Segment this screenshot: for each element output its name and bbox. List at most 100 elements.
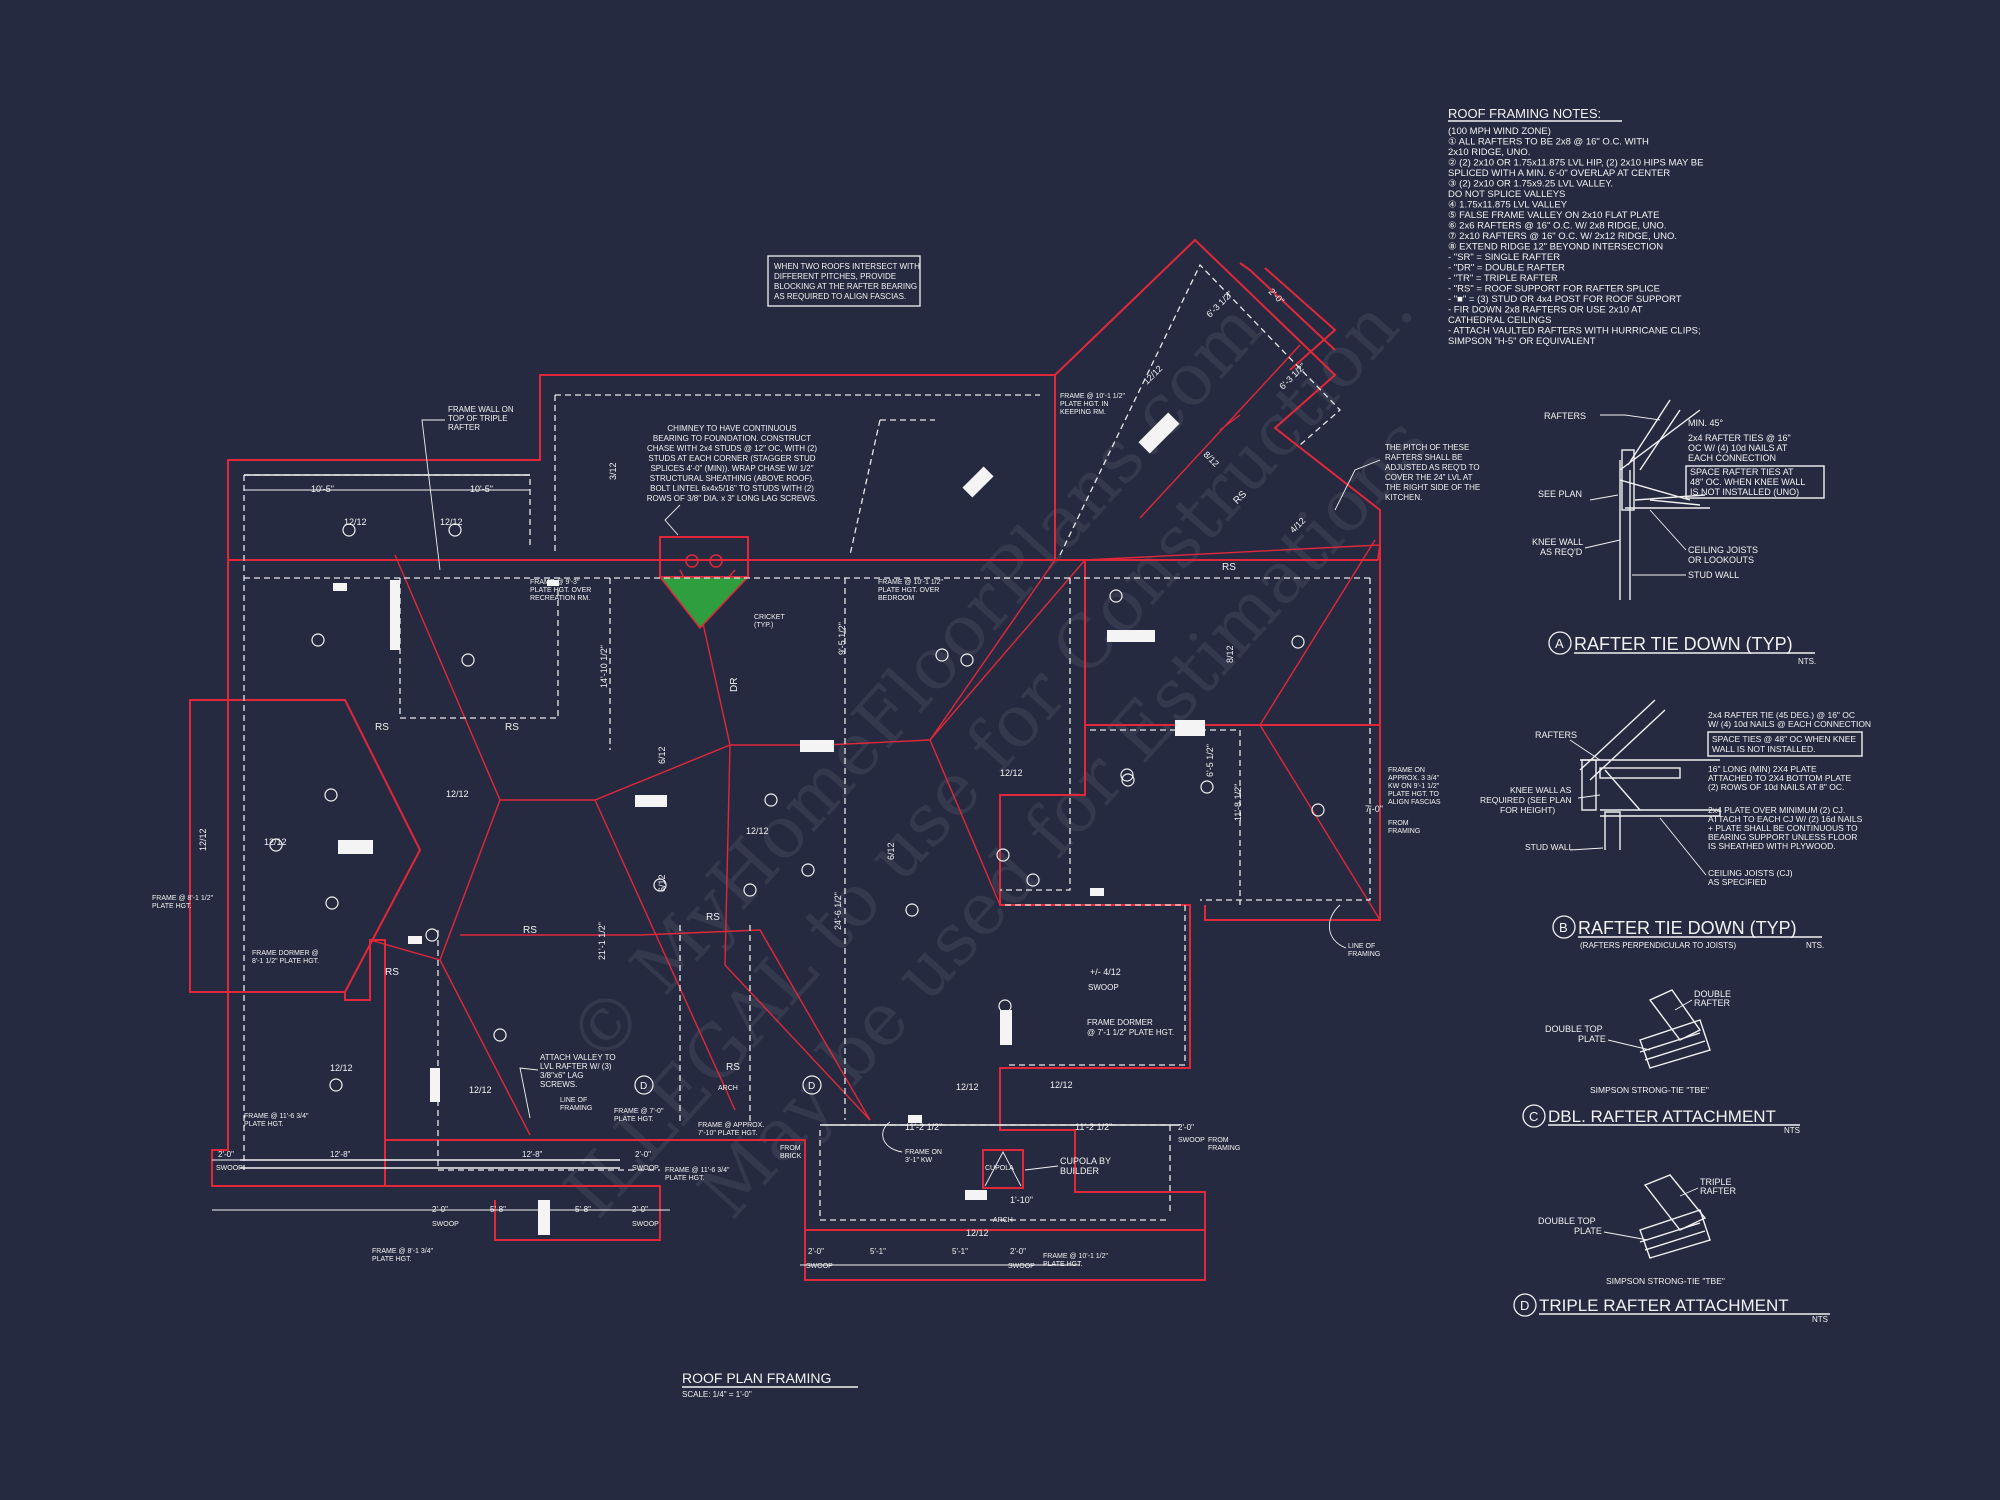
detail-label: RAFTERS (1544, 411, 1586, 421)
dimension: 11'-2 1/2" (1075, 1122, 1112, 1132)
dimension: 11'-8 1/2" (1233, 784, 1243, 821)
detail-label: 2x4 PLATE OVER MINIMUM (2) CJ. (1708, 805, 1845, 815)
dimension: 6/12 (886, 842, 896, 860)
callout-line: FRAME @ 11'-6 3/4" (665, 1167, 730, 1174)
callout-line: FROM (780, 1145, 801, 1152)
callout-line: BLOCKING AT THE RAFTER BEARING (774, 282, 917, 291)
detail-label: IS SHEATHED WITH PLYWOOD. (1708, 841, 1836, 851)
callout-line: PLATE HGT. (614, 1116, 654, 1123)
dimension: 10'-5" (470, 484, 493, 494)
roof-outline (189, 238, 1381, 1281)
callout-line: PLATE HGT. TO (1388, 791, 1440, 798)
callout-line: FRAME WALL ON (448, 405, 514, 414)
note-line: SPLICED WITH A MIN. 6'-0" OVERLAP AT CEN… (1448, 168, 1670, 179)
misc-callouts: CRICKET (TYP.) FRAME @ 9'-3" PLATE HGT. … (152, 393, 1240, 1268)
note-line: ③ (2) 2x10 OR 1.75x9.25 LVL VALLEY. (1448, 179, 1613, 190)
detail-label: REQUIRED (SEE PLAN (1480, 795, 1572, 805)
cupola: CUPOLA ARCH ARCH D D SWOOP (634, 983, 1119, 1224)
note-line: - "DR" = DOUBLE RAFTER (1448, 263, 1565, 274)
swoop-label: SWOOP (1178, 1137, 1205, 1144)
callout-line: FRAME @ 10'-1 1/2" (1043, 1253, 1109, 1260)
detail-label: BEARING SUPPORT UNLESS FLOOR (1708, 832, 1857, 842)
detail-label: + PLATE SHALL BE CONTINUOUS TO (1708, 823, 1858, 833)
callout-line: FRAME DORMER @ (252, 950, 319, 957)
note-line: - "■" = (3) STUD OR 4x4 POST FOR ROOF SU… (1448, 294, 1682, 305)
callout-line: FRAME @ 8'-1 1/2" (152, 895, 214, 902)
detail-label: AS SPECIFIED (1708, 877, 1767, 887)
callout-line: TOP OF TRIPLE (448, 414, 508, 423)
callout-line: FRAMING (1208, 1145, 1240, 1152)
dimension: 9'-5 1/2" (837, 622, 847, 655)
dimension: 5'-8" (575, 1205, 591, 1214)
note-line: ④ 1.75x11.875 LVL VALLEY (1448, 200, 1568, 211)
rafter-markers (269, 523, 1325, 1092)
callout-line: ATTACH VALLEY TO (540, 1053, 616, 1062)
detail-label: STUD WALL (1688, 570, 1739, 580)
rs-label: RS (505, 722, 519, 733)
dimension: 3/12 (608, 462, 618, 480)
detail-label: OC W/ (4) 10d NAILS AT (1688, 443, 1788, 453)
detail-label: 2x4 RAFTER TIE (45 DEG.) @ 16" OC (1708, 710, 1855, 720)
callout-line: PLATE HGT. (665, 1175, 705, 1182)
detail-ref-d: D (808, 1081, 815, 1092)
callout-line: FRAME @ 10'-1 1/2" (878, 579, 944, 586)
dimension: 24'-6 1/2" (833, 892, 843, 930)
dimension: 1'-10" (1010, 1195, 1033, 1205)
detail-label: MIN. 45° (1688, 418, 1724, 428)
detail-label: RAFTER (1694, 998, 1731, 1008)
callout-line: 7'-10" PLATE HGT. (698, 1130, 757, 1137)
rs-label: RS (385, 967, 399, 978)
swoop-dormer-label: SWOOP (1088, 983, 1119, 992)
dimension: 5'-8" (490, 1205, 506, 1214)
detail-label: TRIPLE (1700, 1177, 1732, 1187)
note-line: ⑧ EXTEND RIDGE 12" BEYOND INTERSECTION (1448, 242, 1663, 253)
dimension: 5'-1" (952, 1247, 968, 1256)
note-line: - "TR" = TRIPLE RAFTER (1448, 273, 1558, 284)
callout-line: RAFTERS SHALL BE (1385, 453, 1463, 462)
note-line: DO NOT SPLICE VALLEYS (1448, 189, 1565, 200)
swoop-label: SWOOP (216, 1165, 243, 1172)
drawing-scale: SCALE: 1/4" = 1'-0" (682, 1390, 752, 1399)
callout-line: LINE OF (560, 1097, 587, 1104)
dimension: 12'-8" (330, 1150, 351, 1159)
callout-line: CHASE WITH 2x4 STUDS @ 12" OC, WITH (2) (647, 444, 817, 453)
callout-line: BOLT LINTEL 6x4x5/16" TO STUDS WITH (2) (650, 484, 814, 493)
callout-line: PLATE HGT. OVER (530, 587, 591, 594)
dr-label: DR (729, 678, 740, 692)
callout-line: WHEN TWO ROOFS INTERSECT WITH (774, 262, 920, 271)
dimension: 2'-0" (808, 1247, 824, 1256)
pitch-label: 12/12 (469, 1085, 492, 1095)
detail-label: SEE PLAN (1538, 489, 1582, 499)
callout-line: LVL RAFTER W/ (3) (540, 1062, 612, 1071)
note-line: CATHEDRAL CEILINGS (1448, 315, 1551, 326)
pitch-label: 12/12 (440, 517, 463, 527)
callout-line: 3'-1" KW (905, 1157, 933, 1164)
dimension: 2'-0" (632, 1205, 648, 1214)
detail-label: FOR HEIGHT) (1500, 805, 1555, 815)
callout-line: 8'-1 1/2" PLATE HGT. (252, 958, 319, 965)
detail-title: RAFTER TIE DOWN (TYP) (1578, 918, 1797, 938)
swoop-label: SWOOP (1008, 1263, 1035, 1270)
detail-label: DOUBLE TOP (1538, 1216, 1596, 1226)
detail-label: ATTACH TO EACH CJ W/ (2) 16d NAILS (1708, 814, 1863, 824)
detail-label: IS NOT INSTALLED (UNO) (1690, 487, 1799, 497)
detail-a-rafter-tie-down: RAFTERS MIN. 45° SEE PLAN 2x4 RAFTER TIE… (1532, 399, 1825, 666)
detail-label: 2x4 RAFTER TIES @ 16" (1688, 433, 1791, 443)
detail-label: DOUBLE (1694, 989, 1731, 999)
detail-label: WALL IS NOT INSTALLED. (1712, 744, 1815, 754)
detail-title: DBL. RAFTER ATTACHMENT (1548, 1107, 1776, 1126)
pitch-label: 12/12 (264, 837, 287, 847)
callout-line: FRAMING (1388, 828, 1420, 835)
frame-on-right-callout: FRAME ON APPROX. 3 3/4" KW ON 9'-1 1/2" … (1328, 767, 1441, 958)
rs-label: RS (1222, 562, 1236, 573)
callout-line: FRAME @ 8'-1 3/4" (372, 1248, 434, 1255)
detail-nts: NTS (1784, 1126, 1800, 1135)
callout-line: FRAME @ 10'-1 1/2" (1060, 393, 1126, 400)
detail-marker: C (1529, 1109, 1538, 1124)
detail-label: SPACE TIES @ 48" OC WHEN KNEE (1712, 734, 1856, 744)
bottom-dimensions: 2'-0" 12'-8" 12'-8" 2'-0" 2'-0" 5'-8" 5'… (212, 1123, 1205, 1270)
callout-line: RECREATION RM. (530, 595, 590, 602)
detail-label: RAFTER (1700, 1186, 1737, 1196)
callout-line: BEARING TO FOUNDATION. CONSTRUCT (653, 434, 811, 443)
detail-label: EACH CONNECTION (1688, 453, 1776, 463)
